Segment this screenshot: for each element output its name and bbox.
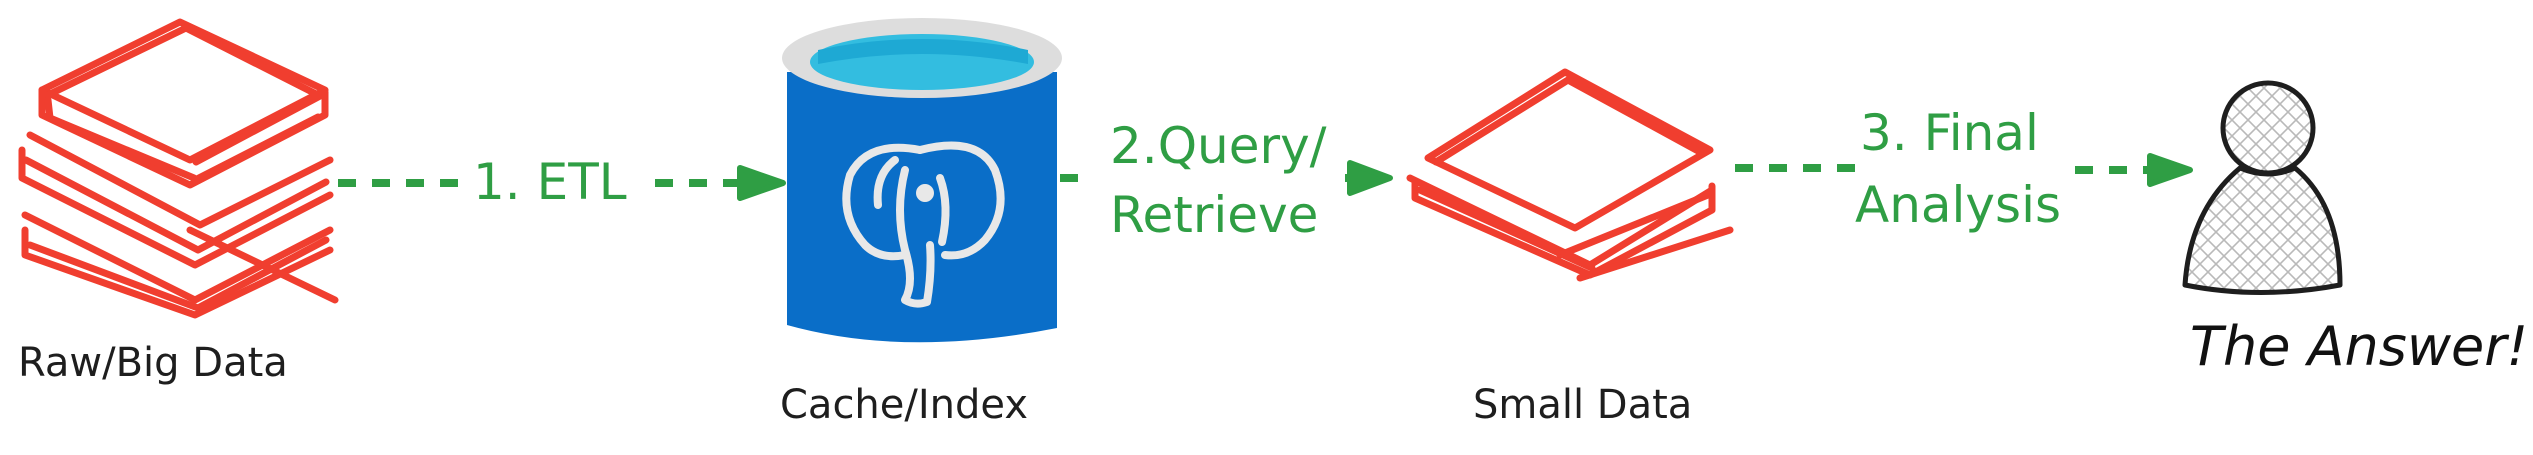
node-label-answer: The Answer!	[2190, 315, 2528, 378]
stacked-books-icon	[18, 18, 339, 319]
person-icon	[2182, 80, 2343, 295]
elephant-icon	[842, 141, 1005, 308]
edge-label-line: Analysis	[1855, 176, 2061, 234]
arrowhead-icon	[1347, 160, 1393, 196]
edge-label-final-analysis: 3. Final Analysis	[1855, 104, 2061, 234]
node-label-cache: Cache/Index	[780, 382, 1028, 428]
edge-label-line: 3. Final	[1860, 104, 2039, 162]
edge-query-retrieve: 2.Query/ Retrieve	[1060, 117, 1393, 244]
node-label-raw: Raw/Big Data	[18, 340, 288, 386]
arrowhead-icon	[737, 165, 786, 201]
arrowhead-icon	[2147, 153, 2193, 187]
edge-label-query-retrieve: 2.Query/ Retrieve	[1110, 117, 1342, 244]
edge-label-line: 1. ETL	[473, 153, 627, 211]
postgres-database-cylinder-icon	[782, 18, 1062, 343]
edge-etl: 1. ETL	[338, 153, 786, 211]
edge-final-analysis: 3. Final Analysis	[1735, 104, 2193, 234]
edge-label-etl: 1. ETL	[473, 153, 627, 211]
edge-label-line: 2.Query/	[1110, 117, 1327, 175]
flat-stack-icon	[1406, 68, 1734, 282]
node-label-small: Small Data	[1473, 382, 1692, 428]
edge-label-line: Retrieve	[1110, 186, 1318, 244]
